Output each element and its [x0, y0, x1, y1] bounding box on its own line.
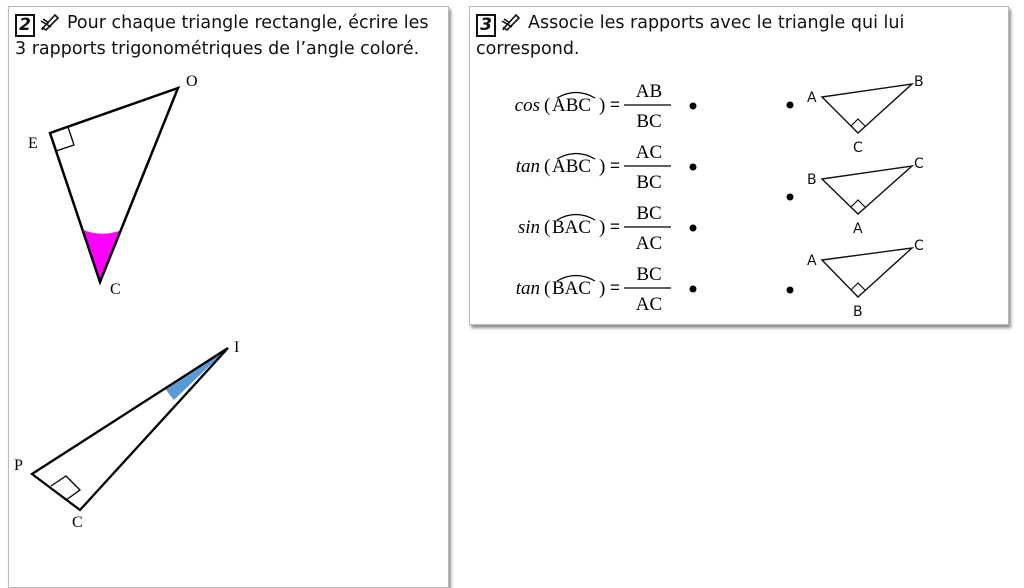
- right-angle-mark: [49, 126, 75, 152]
- pencil-icon: [501, 13, 521, 31]
- paren-close: ): [599, 278, 605, 299]
- vertex-label: B: [853, 304, 863, 320]
- vertex-label: C: [914, 156, 924, 172]
- match-dot-right[interactable]: [786, 193, 794, 201]
- answer-triangle: B C A: [786, 156, 924, 237]
- numerator: BC: [636, 264, 661, 285]
- label-c: C: [72, 514, 83, 531]
- trig-function: sin: [518, 217, 540, 238]
- answer-triangle: A C B: [786, 238, 924, 320]
- paren-close: ): [599, 156, 605, 177]
- paren-close: ): [599, 95, 605, 116]
- paren-close: ): [599, 217, 605, 238]
- formula-row: tan(ABC) = AC BC: [516, 142, 697, 193]
- equals-sign: =: [610, 156, 620, 175]
- exercise-3-instruction: Associe les rapports avec le triangle qu…: [476, 13, 905, 59]
- vertex-label: A: [807, 253, 817, 269]
- equals-sign: =: [610, 95, 620, 114]
- angle-hat: [556, 274, 596, 282]
- formula-row: tan(BAC) = BC AC: [516, 264, 697, 315]
- equals-sign: =: [610, 217, 620, 236]
- match-dot-left[interactable]: [689, 285, 697, 293]
- exercise-number: 3: [476, 14, 496, 37]
- match-dot-left[interactable]: [689, 163, 697, 171]
- triangle-ipc: I P C: [14, 339, 239, 531]
- trig-function: tan: [516, 156, 540, 177]
- match-dot-right[interactable]: [786, 286, 794, 294]
- label-c: C: [110, 281, 121, 298]
- angle-hat: [556, 213, 596, 221]
- trig-function: cos: [515, 95, 540, 116]
- right-angle-mark: [850, 199, 866, 208]
- label-i: I: [234, 339, 239, 356]
- vertex-label: A: [853, 221, 863, 237]
- paren-open: (: [544, 217, 550, 238]
- numerator: AC: [636, 142, 662, 163]
- vertex-label: C: [853, 140, 863, 156]
- denominator: BC: [636, 172, 661, 193]
- denominator: AC: [636, 294, 662, 315]
- angle-name: BAC: [552, 278, 591, 299]
- label-o: O: [186, 73, 198, 90]
- match-dot-left[interactable]: [689, 102, 697, 110]
- formula-row: sin(BAC) = BC AC: [518, 203, 697, 254]
- right-angle-mark: [850, 282, 866, 291]
- drawings: O E C I P C cos(ABC)=ABBCtan(ABC)=ACBCsi…: [14, 73, 924, 531]
- denominator: AC: [636, 233, 662, 254]
- triangle-oec: O E C: [28, 73, 198, 298]
- colored-angle-i: [165, 348, 228, 400]
- pencil-icon: [40, 13, 60, 31]
- exercise-2-instruction: Pour chaque triangle rectangle, écrire l…: [15, 13, 429, 59]
- right-angle-mark: [50, 475, 82, 501]
- paren-open: (: [544, 278, 550, 299]
- angle-name: BAC: [552, 217, 591, 238]
- exercise-number: 2: [15, 14, 35, 37]
- answer-triangle: A B C: [786, 74, 924, 156]
- vertex-label: B: [914, 74, 924, 90]
- angle-name: ABC: [552, 156, 591, 177]
- vertex-label: B: [807, 172, 817, 188]
- trig-function: tan: [516, 278, 540, 299]
- right-angle-mark: [850, 118, 866, 127]
- denominator: BC: [636, 111, 661, 132]
- vertex-label: C: [914, 238, 924, 254]
- numerator: AB: [636, 81, 662, 102]
- angle-hat: [556, 91, 596, 99]
- label-e: E: [28, 135, 38, 152]
- numerator: BC: [636, 203, 661, 224]
- equals-sign: =: [610, 278, 620, 297]
- angle-hat: [556, 152, 596, 160]
- angle-name: ABC: [552, 95, 591, 116]
- formula-row: cos(ABC) = AB BC: [515, 81, 697, 132]
- colored-angle-c: [83, 230, 122, 282]
- match-dot-left[interactable]: [689, 224, 697, 232]
- match-dot-right[interactable]: [786, 101, 794, 109]
- label-p: P: [14, 457, 23, 474]
- vertex-label: A: [807, 90, 817, 106]
- paren-open: (: [544, 95, 550, 116]
- paren-open: (: [544, 156, 550, 177]
